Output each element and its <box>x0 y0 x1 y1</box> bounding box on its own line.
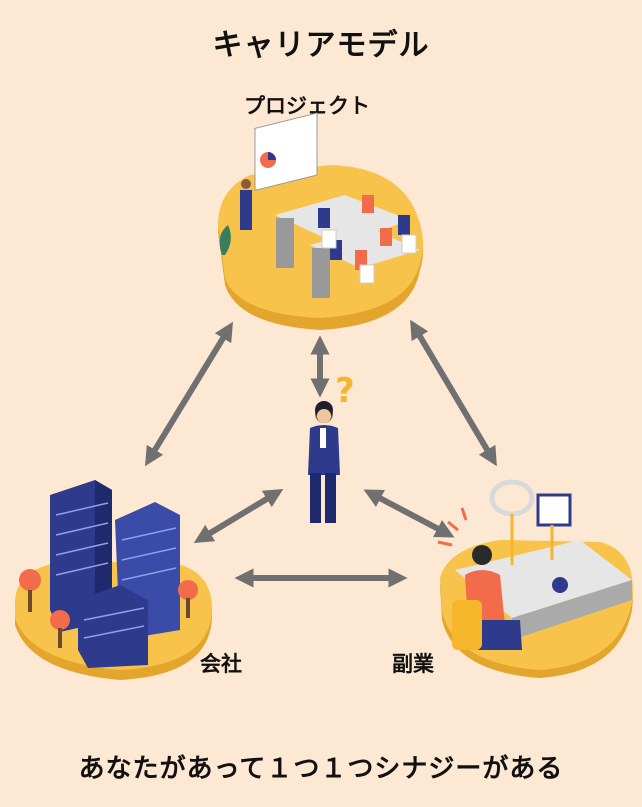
question-mark-icon: ? <box>335 371 355 411</box>
arrow-project-company <box>145 321 233 467</box>
arrow-person-sidejob <box>363 489 455 538</box>
arrow-project-sidejob <box>410 319 497 467</box>
side-job-label: 副業 <box>392 652 434 676</box>
person-illustration: ? <box>308 371 355 523</box>
arrow-person-company <box>193 489 284 543</box>
side-job-illustration <box>437 479 633 678</box>
project-label: プロジェクト <box>244 94 370 118</box>
diagram-title: キャリアモデル <box>212 28 430 63</box>
project-meeting-illustration <box>218 112 424 330</box>
company-buildings-illustration <box>15 480 212 680</box>
caption: あなたがあって１つ１つシナジーがある <box>78 754 564 784</box>
company-label: 会社 <box>200 652 242 676</box>
